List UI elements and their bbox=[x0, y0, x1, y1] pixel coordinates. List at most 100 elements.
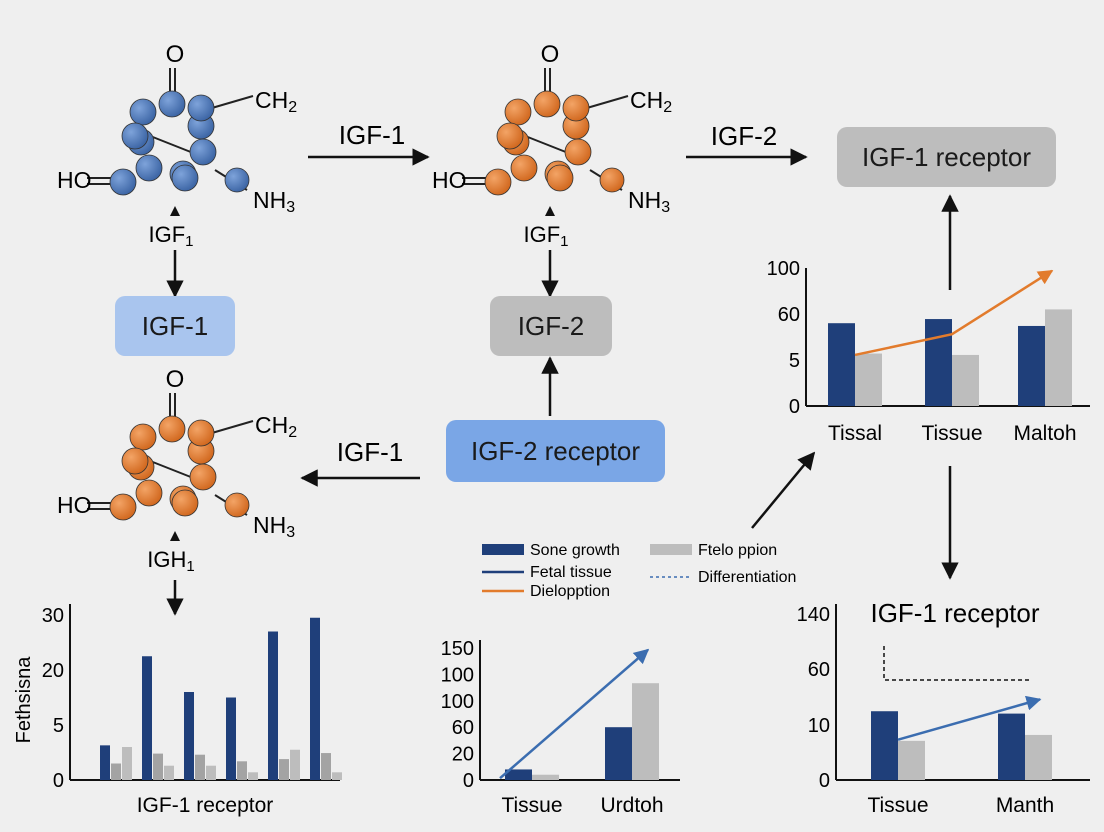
atom-label-o: O bbox=[541, 41, 560, 68]
atom bbox=[546, 164, 574, 192]
bar bbox=[100, 745, 110, 780]
arrow-label-mol1-to-mol2: IGF-1 bbox=[339, 120, 405, 150]
bar bbox=[1045, 309, 1072, 406]
bar bbox=[226, 697, 236, 780]
bar bbox=[855, 353, 882, 406]
atom bbox=[135, 154, 163, 182]
bar bbox=[998, 713, 1025, 780]
atom-label-ch2: CH2 bbox=[255, 412, 297, 441]
bar bbox=[1025, 734, 1052, 780]
bar bbox=[321, 753, 331, 780]
atom bbox=[171, 164, 199, 192]
atom-label-nh3: NH3 bbox=[253, 187, 295, 216]
atom bbox=[496, 122, 524, 150]
y-tick-label: 0 bbox=[819, 770, 830, 792]
bar bbox=[898, 740, 925, 780]
y-tick-label: 100 bbox=[441, 664, 474, 686]
atom bbox=[484, 168, 512, 196]
y-tick-label: 60 bbox=[808, 659, 830, 681]
y-tick-label: 0 bbox=[463, 770, 474, 792]
bar bbox=[290, 749, 300, 780]
atom-label-ho: HO bbox=[432, 167, 467, 193]
y-tick-label: 100 bbox=[441, 691, 474, 713]
atom bbox=[533, 90, 561, 118]
bar bbox=[279, 759, 289, 780]
legend-label: Dielopption bbox=[530, 583, 610, 600]
y-tick-label: 60 bbox=[778, 304, 800, 326]
bar bbox=[1018, 325, 1045, 406]
igf2-box-label: IGF-2 bbox=[517, 310, 585, 341]
atom-label-ch2: CH2 bbox=[630, 87, 672, 116]
atom-label-o: O bbox=[166, 41, 185, 68]
atom bbox=[158, 415, 186, 443]
atom bbox=[135, 479, 163, 507]
trend-line bbox=[897, 695, 1042, 741]
x-category-label: Tissal bbox=[828, 422, 882, 445]
atom bbox=[121, 122, 149, 150]
y-tick-label: 0 bbox=[789, 396, 800, 418]
igf1-receptor-box: IGF-1 receptor bbox=[837, 127, 1056, 187]
atom bbox=[224, 492, 250, 518]
atom bbox=[121, 447, 149, 475]
igf1-box: IGF-1 bbox=[115, 296, 235, 356]
y-axis-label: Fethsisna bbox=[13, 656, 35, 744]
x-category-label: Urdtoh bbox=[600, 794, 663, 817]
igf1-box-label: IGF-1 bbox=[141, 310, 209, 341]
atom-label-ch2: CH2 bbox=[255, 87, 297, 116]
y-tick-label: 20 bbox=[452, 744, 474, 766]
y-tick-label: 5 bbox=[53, 715, 64, 737]
legend-swatch bbox=[650, 544, 692, 555]
atom bbox=[504, 98, 532, 126]
y-tick-label: 20 bbox=[42, 660, 64, 682]
legend-label: Differentiation bbox=[698, 569, 796, 586]
legend-label: Sone growth bbox=[530, 542, 620, 559]
bar bbox=[268, 631, 278, 780]
legend-swatch bbox=[482, 544, 524, 555]
y-tick-label: 60 bbox=[452, 717, 474, 739]
bar bbox=[332, 772, 342, 780]
atom bbox=[109, 493, 137, 521]
atom bbox=[187, 419, 215, 447]
atom bbox=[158, 90, 186, 118]
bar bbox=[195, 754, 205, 780]
atom bbox=[599, 167, 625, 193]
bar bbox=[605, 727, 632, 780]
atom-label-nh3: NH3 bbox=[253, 512, 295, 541]
caret-up-icon bbox=[170, 531, 180, 541]
arrow-label-receptor-to-mol3: IGF-1 bbox=[337, 437, 403, 467]
y-tick-label: 5 bbox=[789, 350, 800, 372]
atom bbox=[224, 167, 250, 193]
bar bbox=[184, 692, 194, 780]
x-category-label: Tissue bbox=[921, 422, 982, 445]
igf1-receptor-box-label: IGF-1 receptor bbox=[861, 141, 1032, 172]
caret-up-icon bbox=[170, 206, 180, 216]
y-tick-label: 30 bbox=[42, 605, 64, 627]
atom bbox=[562, 94, 590, 122]
igf2-receptor-box-label: IGF-2 receptor bbox=[470, 435, 641, 466]
molecule-caption: IGF1 bbox=[148, 222, 193, 250]
bar bbox=[828, 323, 855, 406]
x-axis-label: IGF-1 receptor bbox=[137, 794, 274, 817]
y-tick-label: 10 bbox=[808, 715, 830, 737]
bar bbox=[237, 761, 247, 780]
bar bbox=[153, 753, 163, 780]
bar bbox=[206, 765, 216, 780]
x-category-label: Tissue bbox=[867, 794, 928, 817]
legend-label: Ftelo ppion bbox=[698, 542, 777, 559]
bar bbox=[142, 656, 152, 780]
atom bbox=[129, 423, 157, 451]
y-tick-label: 100 bbox=[767, 258, 800, 280]
x-category-label: Tissue bbox=[501, 794, 562, 817]
molecule-caption: IGF1 bbox=[523, 222, 568, 250]
atom-label-ho: HO bbox=[57, 492, 92, 518]
trend-line bbox=[854, 269, 1054, 357]
